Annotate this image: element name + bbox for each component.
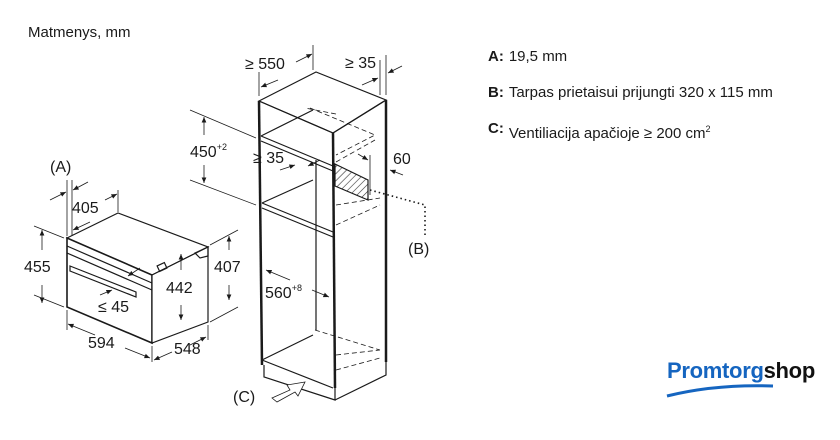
cabinet-drawing	[257, 71, 388, 401]
dim-450: 450+2	[190, 142, 227, 161]
dim-560: 560+8	[265, 283, 302, 302]
dim-548: 548	[174, 341, 201, 358]
logo-swoosh-icon	[666, 384, 774, 398]
diagram-title: Matmenys, mm	[28, 24, 131, 41]
label-b: (B)	[408, 241, 429, 258]
legend-notes: A:19,5 mm B:Tarpas prietaisui prijungti …	[488, 48, 788, 161]
label-c: (C)	[233, 389, 255, 406]
label-a: (A)	[50, 159, 71, 176]
promtorgshop-logo: Promtorgshop	[666, 358, 815, 398]
cabinet-dimension-lines	[189, 45, 426, 403]
oven-drawing	[65, 212, 210, 345]
dim-back-35: ≥ 35	[345, 55, 376, 72]
oven-dimension-lines	[33, 180, 239, 362]
note-a: A:19,5 mm	[488, 48, 568, 65]
dim-shelf-35: ≥ 35	[253, 150, 284, 167]
dim-407: 407	[214, 259, 241, 276]
dim-405: 405	[72, 200, 99, 217]
dim-442: 442	[166, 280, 193, 297]
note-b: B:Tarpas prietaisui prijungti 320 x 115 …	[488, 84, 773, 101]
dim-550: ≥ 550	[245, 56, 285, 73]
dim-60: 60	[393, 151, 411, 168]
dim-594: 594	[88, 335, 115, 352]
dim-handle: ≤ 45	[98, 299, 129, 316]
vent-arrow-icon	[271, 381, 306, 403]
dim-455: 455	[24, 259, 51, 276]
note-c: C:Ventiliacija apačioje ≥ 200 cm2	[488, 120, 711, 142]
